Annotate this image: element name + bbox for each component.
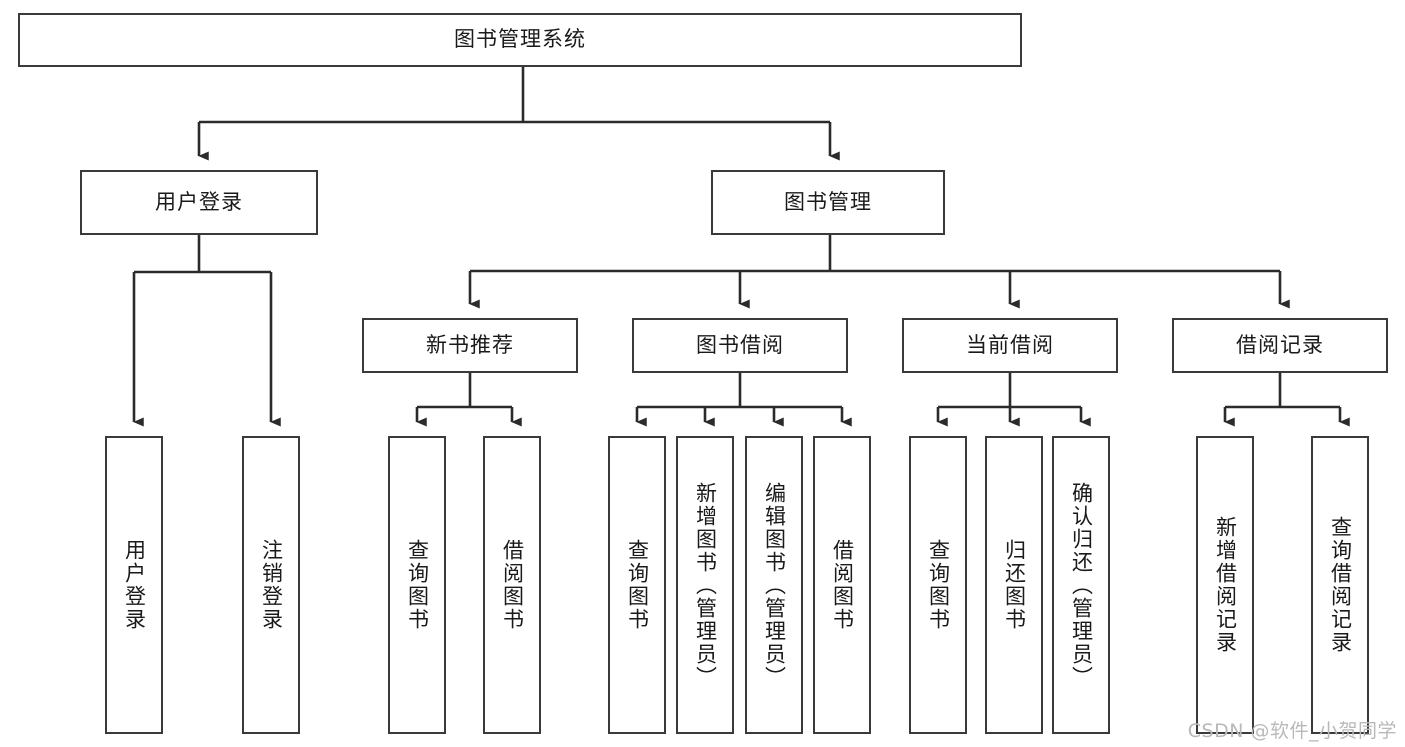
leaf-user-login-label: 用户登录 — [122, 539, 147, 631]
node-new-book-recommend[interactable]: 新书推荐 — [362, 318, 578, 373]
node-user-login[interactable]: 用户登录 — [80, 170, 318, 235]
node-book-manage[interactable]: 图书管理 — [711, 170, 945, 235]
leaf-query-book-3-label: 查询图书 — [926, 539, 951, 631]
leaf-borrow-book-1-label: 借阅图书 — [500, 539, 525, 631]
leaf-query-book-3[interactable]: 查询图书 — [909, 436, 967, 734]
leaf-edit-book[interactable]: 编辑图书（管理员） — [745, 436, 803, 734]
leaf-logout-login-label: 注销登录 — [259, 539, 284, 631]
leaf-query-record[interactable]: 查询借阅记录 — [1311, 436, 1369, 734]
leaf-add-book[interactable]: 新增图书（管理员） — [676, 436, 734, 734]
node-borrow-record-label: 借阅记录 — [1236, 332, 1324, 357]
node-borrow-record[interactable]: 借阅记录 — [1172, 318, 1388, 373]
leaf-query-record-label: 查询借阅记录 — [1328, 516, 1353, 654]
leaf-query-book-2-label: 查询图书 — [625, 539, 650, 631]
node-book-borrow-label: 图书借阅 — [696, 332, 784, 357]
node-root-label: 图书管理系统 — [454, 27, 586, 52]
leaf-logout-login[interactable]: 注销登录 — [242, 436, 300, 734]
leaf-edit-book-label: 编辑图书（管理员） — [762, 481, 787, 689]
leaf-borrow-book-1[interactable]: 借阅图书 — [483, 436, 541, 734]
node-user-login-label: 用户登录 — [155, 189, 243, 214]
leaf-query-book-1[interactable]: 查询图书 — [388, 436, 446, 734]
leaf-query-book-1-label: 查询图书 — [405, 539, 430, 631]
leaf-add-record-label: 新增借阅记录 — [1213, 516, 1238, 654]
leaf-confirm-return[interactable]: 确认归还（管理员） — [1052, 436, 1110, 734]
leaf-return-book-label: 归还图书 — [1002, 539, 1027, 631]
leaf-borrow-book-2-label: 借阅图书 — [830, 539, 855, 631]
leaf-add-record[interactable]: 新增借阅记录 — [1196, 436, 1254, 734]
node-current-borrow[interactable]: 当前借阅 — [902, 318, 1118, 373]
node-root[interactable]: 图书管理系统 — [18, 13, 1022, 67]
leaf-query-book-2[interactable]: 查询图书 — [608, 436, 666, 734]
node-new-book-recommend-label: 新书推荐 — [426, 332, 514, 357]
leaf-user-login[interactable]: 用户登录 — [105, 436, 163, 734]
leaf-confirm-return-label: 确认归还（管理员） — [1069, 481, 1094, 689]
leaf-return-book[interactable]: 归还图书 — [985, 436, 1043, 734]
node-book-manage-label: 图书管理 — [784, 189, 872, 214]
node-book-borrow[interactable]: 图书借阅 — [632, 318, 848, 373]
leaf-borrow-book-2[interactable]: 借阅图书 — [813, 436, 871, 734]
node-current-borrow-label: 当前借阅 — [966, 332, 1054, 357]
leaf-add-book-label: 新增图书（管理员） — [693, 481, 718, 689]
